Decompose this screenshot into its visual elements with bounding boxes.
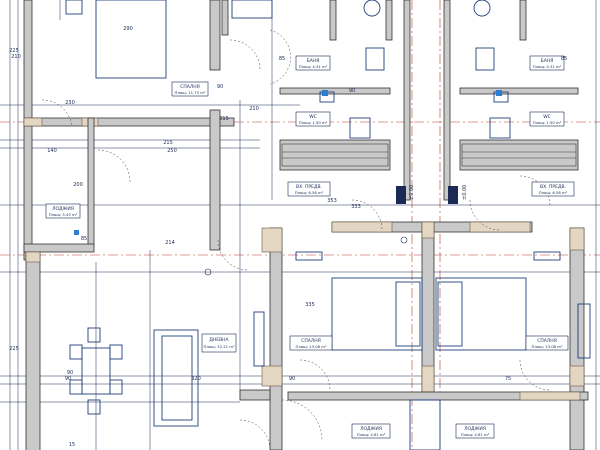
dim-label: 250 (167, 148, 177, 154)
room-spalnia-mid: СПАЛНЯ Площ: 13.08 m² (289, 335, 333, 351)
room-predverie-right: ВХ. ПРЕДВ. Площ: 6.58 m² (531, 181, 575, 197)
dim-label: 85 (561, 56, 567, 62)
level-markers: ±0.00 ±0.00 (396, 185, 468, 204)
dim-label: 225 (9, 48, 19, 54)
dim-label: 225 (9, 346, 19, 352)
dim-label: 85 (279, 56, 285, 62)
room-area: Площ: 4.31 m² (533, 64, 562, 69)
room-labels: СПАЛНЯ Площ: 11.73 m² БАНЯ Площ: 4.31 m²… (45, 55, 575, 439)
room-area: Площ: 1.50 m² (299, 120, 328, 125)
room-name: WC (543, 114, 551, 120)
dim-label: 90 (67, 370, 73, 376)
room-name: СПАЛНЯ (537, 338, 557, 344)
room-area: Площ: 13.08 m² (532, 344, 563, 349)
room-lodzhia-left: ЛОДЖИЯ Площ: 5.43 m² (45, 203, 81, 219)
dim-label: 353 (327, 198, 337, 204)
room-lodzhia-right: ЛОДЖИЯ Площ: 4.61 m² (455, 423, 495, 439)
room-wc-right: WC Площ: 1.50 m² (529, 111, 565, 127)
room-name: WC (309, 114, 317, 120)
room-lodzhia-mid: ЛОДЖИЯ Площ: 4.61 m² (351, 423, 391, 439)
dim-label: 90 (349, 88, 355, 94)
door-swings (41, 29, 551, 450)
dim-label: 290 (123, 26, 133, 32)
room-name: ВХ. ПРЕДВ. (296, 184, 322, 190)
room-bania-right: БАНЯ Площ: 4.31 m² (529, 55, 565, 71)
room-area: Площ: 1.50 m² (533, 120, 562, 125)
dim-label: 90 (289, 376, 295, 382)
room-name: ЛОДЖИЯ (360, 426, 382, 432)
room-area: Площ: 4.31 m² (299, 64, 328, 69)
room-name: СПАЛНЯ (180, 84, 200, 90)
room-wc-mid: WC Площ: 1.50 m² (295, 111, 331, 127)
room-predverie-mid: ВХ. ПРЕДВ. Площ: 6.58 m² (287, 181, 331, 197)
room-name: БАНЯ (541, 58, 554, 64)
bed-mid (331, 277, 423, 351)
dim-label: 210 (11, 54, 21, 60)
dim-label: 140 (47, 148, 57, 154)
room-name: ЛОДЖИЯ (52, 206, 74, 212)
level-label: ±0.00 (409, 185, 415, 200)
dining-table (81, 347, 111, 395)
dimension-labels: 290 90 210 85 90 85 225 210 230 140 200 … (9, 26, 567, 448)
room-name: ДНЕВНА (209, 337, 229, 343)
dim-label: 215 (163, 140, 173, 146)
room-area: Площ: 13.08 m² (296, 344, 327, 349)
dim-label: 90 (217, 84, 223, 90)
room-area: Площ: 11.73 m² (175, 90, 206, 95)
furniture (65, 0, 591, 450)
dim-label: 90 (65, 376, 71, 382)
dim-label: 15 (69, 442, 75, 448)
room-area: Площ: 4.61 m² (357, 432, 386, 437)
room-spalnia-right: СПАЛНЯ Площ: 13.08 m² (525, 335, 569, 351)
dim-label: 75 (505, 376, 511, 382)
dim-label: 230 (65, 100, 75, 106)
dim-label: 335 (305, 302, 315, 308)
bed-top-left (95, 0, 167, 79)
dim-label: 215 (219, 116, 229, 122)
dim-label: 210 (249, 106, 259, 112)
room-area: Площ: 6.58 m² (539, 190, 568, 195)
walls (23, 0, 589, 450)
room-bania-mid: БАНЯ Площ: 4.31 m² (295, 55, 331, 71)
level-label: ±0.00 (462, 185, 468, 200)
dim-label: 85 (81, 236, 87, 242)
cabinet-hatching (281, 143, 577, 167)
bed-right (435, 277, 527, 351)
dim-label: 320 (191, 376, 201, 382)
room-area: Площ: 4.61 m² (461, 432, 490, 437)
sofa (153, 329, 199, 427)
room-name: ВХ. ПРЕДВ. (540, 184, 566, 190)
dim-label: 333 (351, 204, 361, 210)
room-area: Площ: 32.21 m² (204, 344, 235, 349)
fixtures (74, 90, 502, 276)
dim-label: 214 (165, 240, 175, 246)
room-name: ЛОДЖИЯ (464, 426, 486, 432)
room-name: БАНЯ (307, 58, 320, 64)
dim-label: 200 (73, 182, 83, 188)
room-dnevna: ДНЕВНА Площ: 32.21 m² (201, 333, 237, 353)
room-name: СПАЛНЯ (301, 338, 321, 344)
room-area: Площ: 6.58 m² (295, 190, 324, 195)
room-spalnia-left: СПАЛНЯ Площ: 11.73 m² (171, 81, 209, 97)
room-area: Площ: 5.43 m² (49, 212, 78, 217)
